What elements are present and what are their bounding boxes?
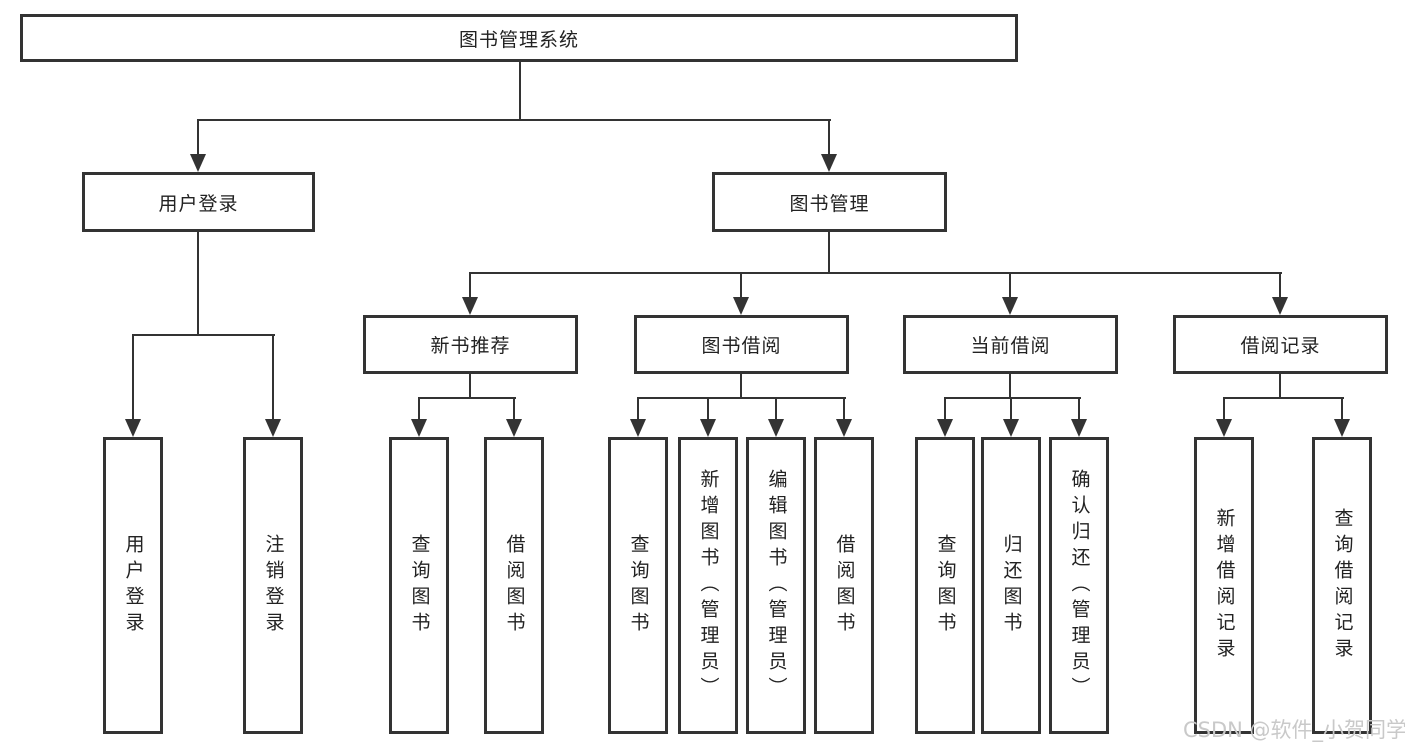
arrowhead-down [265, 419, 281, 437]
arrowhead-down [1334, 419, 1350, 437]
connector-line [944, 398, 946, 420]
connector-line [197, 120, 199, 156]
connector-line [519, 62, 521, 120]
leaf-query-borrow-record: 查询借阅记录 [1312, 437, 1372, 734]
node-root: 图书管理系统 [20, 14, 1018, 62]
connector-line [418, 398, 420, 420]
node-user-login-label: 用户登录 [158, 192, 239, 215]
leaf-recommend-query-books: 查询图书 [389, 437, 449, 734]
arrowhead-down [506, 419, 522, 437]
connector-line [637, 398, 639, 420]
node-borrow-records: 借阅记录 [1173, 315, 1388, 374]
leaf-return-book-label: 归还图书 [1000, 533, 1023, 638]
node-borrow-records-label: 借阅记录 [1240, 335, 1321, 357]
csdn-watermark: CSDN @软件_小贺同学 [1183, 718, 1405, 742]
connector-line [132, 334, 275, 336]
connector-line [469, 272, 1282, 274]
leaf-confirm-return-admin: 确认归还（管理员） [1049, 437, 1109, 734]
connector-line [828, 120, 830, 156]
connector-line [513, 398, 515, 420]
leaf-add-borrow-record: 新增借阅记录 [1194, 437, 1254, 734]
leaf-recommend-borrow-books-label: 借阅图书 [503, 533, 526, 638]
connector-line [418, 397, 516, 399]
leaf-edit-book-admin: 编辑图书（管理员） [746, 437, 806, 734]
connector-line [272, 335, 274, 420]
connector-line [1223, 397, 1344, 399]
leaf-query-borrow-record-label: 查询借阅记录 [1331, 507, 1354, 664]
leaf-edit-book-admin-label: 编辑图书（管理员） [765, 468, 788, 703]
arrowhead-down [630, 419, 646, 437]
connector-line [1010, 398, 1012, 420]
arrowhead-down [733, 297, 749, 315]
arrowhead-down [937, 419, 953, 437]
arrowhead-down [462, 297, 478, 315]
arrowhead-down [1002, 297, 1018, 315]
leaf-borrow-query-books-label: 查询图书 [627, 533, 650, 638]
leaf-confirm-return-admin-label: 确认归还（管理员） [1068, 468, 1091, 703]
connector-line [944, 397, 1081, 399]
node-user-login: 用户登录 [82, 172, 315, 232]
connector-line [197, 119, 831, 121]
arrowhead-down [1071, 419, 1087, 437]
connector-line [132, 335, 134, 420]
connector-line [1009, 273, 1011, 298]
arrowhead-down [836, 419, 852, 437]
leaf-user-login: 用户登录 [103, 437, 163, 734]
leaf-current-query-books-label: 查询图书 [934, 533, 957, 638]
leaf-current-query-books: 查询图书 [915, 437, 975, 734]
arrowhead-down [768, 419, 784, 437]
arrowhead-down [1003, 419, 1019, 437]
leaf-recommend-borrow-books: 借阅图书 [484, 437, 544, 734]
connector-line [1009, 374, 1011, 398]
connector-line [775, 398, 777, 420]
leaf-logout: 注销登录 [243, 437, 303, 734]
leaf-recommend-query-books-label: 查询图书 [408, 533, 431, 638]
connector-line [1279, 273, 1281, 298]
connector-line [740, 374, 742, 398]
connector-line [843, 398, 845, 420]
node-book-borrow: 图书借阅 [634, 315, 849, 374]
node-book-borrow-label: 图书借阅 [701, 335, 782, 357]
leaf-borrow-book-label: 借阅图书 [833, 533, 856, 638]
leaf-add-book-admin-label: 新增图书（管理员） [697, 468, 720, 703]
node-current-borrow: 当前借阅 [903, 315, 1118, 374]
connector-line [1279, 374, 1281, 398]
arrowhead-down [1272, 297, 1288, 315]
leaf-borrow-book: 借阅图书 [814, 437, 874, 734]
leaf-borrow-query-books: 查询图书 [608, 437, 668, 734]
connector-line [1341, 398, 1343, 420]
leaf-add-book-admin: 新增图书（管理员） [678, 437, 738, 734]
connector-line [637, 397, 846, 399]
node-book-management-label: 图书管理 [789, 192, 870, 215]
arrowhead-down [700, 419, 716, 437]
arrowhead-down [821, 154, 837, 172]
connector-line [469, 374, 471, 398]
connector-line [740, 273, 742, 298]
node-root-label: 图书管理系统 [458, 28, 579, 51]
leaf-return-book: 归还图书 [981, 437, 1041, 734]
arrowhead-down [1216, 419, 1232, 437]
arrowhead-down [125, 419, 141, 437]
connector-line [197, 232, 199, 335]
node-book-management: 图书管理 [712, 172, 947, 232]
node-current-borrow-label: 当前借阅 [970, 335, 1051, 357]
node-new-book-recommend: 新书推荐 [363, 315, 578, 374]
node-new-book-recommend-label: 新书推荐 [430, 335, 511, 357]
arrowhead-down [411, 419, 427, 437]
connector-line [707, 398, 709, 420]
connector-line [828, 232, 830, 273]
arrowhead-down [190, 154, 206, 172]
leaf-user-login-label: 用户登录 [122, 533, 145, 638]
connector-line [1223, 398, 1225, 420]
leaf-logout-label: 注销登录 [262, 533, 285, 638]
leaf-add-borrow-record-label: 新增借阅记录 [1213, 507, 1236, 664]
connector-line [469, 273, 471, 298]
connector-line [1078, 398, 1080, 420]
